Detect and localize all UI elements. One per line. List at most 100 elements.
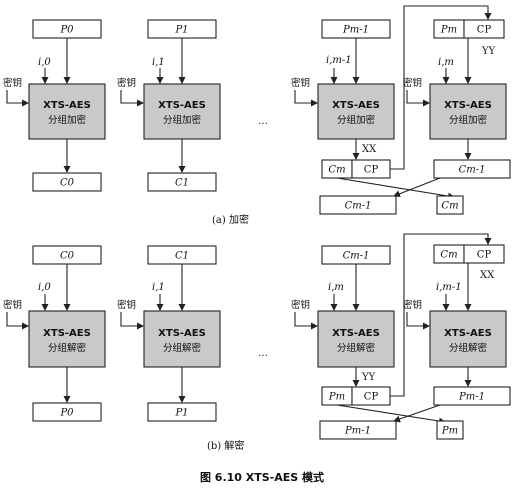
enc-key-arrow [294, 90, 318, 107]
dec-key-arrow [120, 312, 144, 330]
enc-cipher-line1: XTS-AES [43, 100, 91, 111]
dec-output-p1-box [147, 402, 217, 422]
dec-cipher-line1: XTS-AES [444, 328, 492, 339]
dec-cipher-block-m [429, 310, 507, 368]
dec-output-p1-label: P1 [174, 408, 188, 419]
enc-cipher-block-m [429, 83, 507, 140]
enc-cm1-label: Cm-1 [459, 165, 486, 176]
enc-key-arrow [406, 90, 430, 107]
dec-column-m-1: Cm-1 i,m 密钥 XTS-AES 分组解密 YY Pm CP Pm-1 P… [291, 233, 492, 440]
dec-key-label-2: 密钥 [291, 299, 310, 311]
dec-cipher-line2: 分组解密 [337, 342, 376, 354]
dec-cipher-line2: 分组解密 [48, 342, 87, 354]
enc-cipher-line2: 分组加密 [163, 114, 202, 126]
enc-cipher-line1: XTS-AES [158, 100, 206, 111]
dec-cp2-label: CP [477, 250, 492, 261]
enc-cp2-label: CP [477, 25, 492, 36]
dec-column-m: Cm CP XX i,m-1 密钥 XTS-AES 分组解密 Pm-1 [393, 244, 511, 423]
dec-pm1-cross-arrow [393, 404, 441, 423]
dec-cipher-block-1 [143, 310, 221, 368]
enc-cipher-block-0 [28, 83, 106, 140]
dec-cipher-line1: XTS-AES [43, 328, 91, 339]
dec-cipher-line1: XTS-AES [332, 328, 380, 339]
enc-output-c0-box [32, 172, 102, 192]
encryption-section: P0 i,0 密钥 XTS-AES 分组加密 C0 P1 i,1 密钥 XTS-… [3, 5, 511, 226]
enc-cipher-block-m1 [317, 83, 395, 140]
enc-out-cm1-label: Cm-1 [345, 201, 372, 212]
dec-pm-label: Pm [328, 392, 345, 403]
dec-cp2-box [463, 244, 505, 264]
enc-output-c0-label: C0 [60, 178, 75, 189]
enc-cipher-line1: XTS-AES [332, 100, 380, 111]
enc-tweak-0: i,0 [38, 57, 51, 68]
dec-cipher-line2: 分组解密 [449, 342, 488, 354]
enc-cm-cross-arrow [336, 177, 455, 200]
enc-out-cm-label: Cm [441, 201, 458, 212]
dec-out-pm-label: Pm [441, 426, 458, 437]
dec-key-label-0: 密钥 [3, 299, 22, 311]
enc-cm-label: Cm [328, 165, 345, 176]
figure-caption: 图 6.10 XTS-AES 模式 [200, 470, 324, 484]
dec-out-pm1-box [319, 420, 397, 440]
enc-pm-label: Pm [440, 25, 457, 36]
enc-tweak-m1: i,m-1 [326, 55, 352, 66]
enc-yy-label: YY [481, 46, 496, 57]
dec-output-p0-box [32, 402, 102, 422]
dec-tweak-0: i,0 [38, 282, 51, 293]
dec-input-c1-label: C1 [175, 251, 189, 262]
dec-tweak-m1: i,m-1 [436, 282, 462, 293]
enc-key-label-3: 密钥 [403, 77, 422, 89]
enc-cm1-box [433, 159, 511, 179]
dec-input-cm1-label: Cm-1 [343, 251, 370, 262]
enc-cipher-line2: 分组加密 [48, 114, 87, 126]
enc-column-m: Pm CP YY i,m 密钥 XTS-AES 分组加密 Cm-1 [393, 19, 511, 198]
dec-yy-label: YY [361, 372, 376, 383]
dec-cipher-block-0 [28, 310, 106, 368]
enc-cp2-box [463, 19, 505, 39]
enc-key-label-2: 密钥 [291, 77, 310, 89]
enc-cm1-cross-arrow [393, 177, 441, 198]
dec-ellipsis: … [258, 348, 268, 359]
dec-cipher-line1: XTS-AES [158, 328, 206, 339]
enc-out-cm1-box [319, 195, 397, 215]
dec-key-arrow [406, 312, 430, 330]
enc-cipher-line1: XTS-AES [444, 100, 492, 111]
dec-output-p0-label: P0 [59, 408, 74, 419]
enc-output-c1-label: C1 [175, 178, 189, 189]
dec-tweak-m: i,m [328, 282, 344, 293]
dec-cm-label: Cm [440, 250, 457, 261]
enc-cipher-line2: 分组加密 [449, 114, 488, 126]
enc-caption: (a) 加密 [212, 213, 249, 226]
dec-tweak-1: i,1 [152, 282, 165, 293]
enc-tweak-m: i,m [438, 57, 454, 68]
enc-cp-feed-arrow [390, 5, 492, 170]
dec-out-pm-box [436, 420, 464, 440]
dec-pm-cross-arrow [336, 404, 446, 425]
enc-tweak-1: i,1 [152, 57, 165, 68]
enc-xx-label: XX [362, 144, 377, 155]
enc-key-arrow [120, 90, 144, 107]
dec-out-pm1-label: Pm-1 [344, 426, 371, 437]
dec-xx-label: XX [480, 270, 495, 281]
dec-cp-feed-arrow [390, 233, 492, 397]
dec-cp-label: CP [364, 392, 379, 403]
enc-column-0: P0 i,0 密钥 XTS-AES 分组加密 C0 [3, 19, 106, 192]
dec-key-label-1: 密钥 [117, 299, 136, 311]
enc-key-label-1: 密钥 [117, 77, 136, 89]
enc-key-label-0: 密钥 [3, 77, 22, 89]
dec-input-c0-label: C0 [60, 251, 75, 262]
enc-out-cm-box [436, 195, 464, 215]
enc-input-p1-label: P1 [174, 25, 188, 36]
enc-cipher-line2: 分组加密 [337, 114, 376, 126]
dec-key-arrow [6, 312, 29, 330]
dec-column-0: C0 i,0 密钥 XTS-AES 分组解密 P0 [3, 245, 106, 422]
enc-input-pm1-label: Pm-1 [342, 25, 369, 36]
dec-column-1: C1 i,1 密钥 XTS-AES 分组解密 P1 [117, 245, 221, 422]
enc-cp-label: CP [364, 165, 379, 176]
dec-pm1-label: Pm-1 [458, 392, 485, 403]
enc-output-c1-box [147, 172, 217, 192]
dec-pm1-box [433, 386, 511, 406]
dec-caption: (b) 解密 [207, 439, 244, 452]
dec-key-arrow [294, 312, 318, 330]
